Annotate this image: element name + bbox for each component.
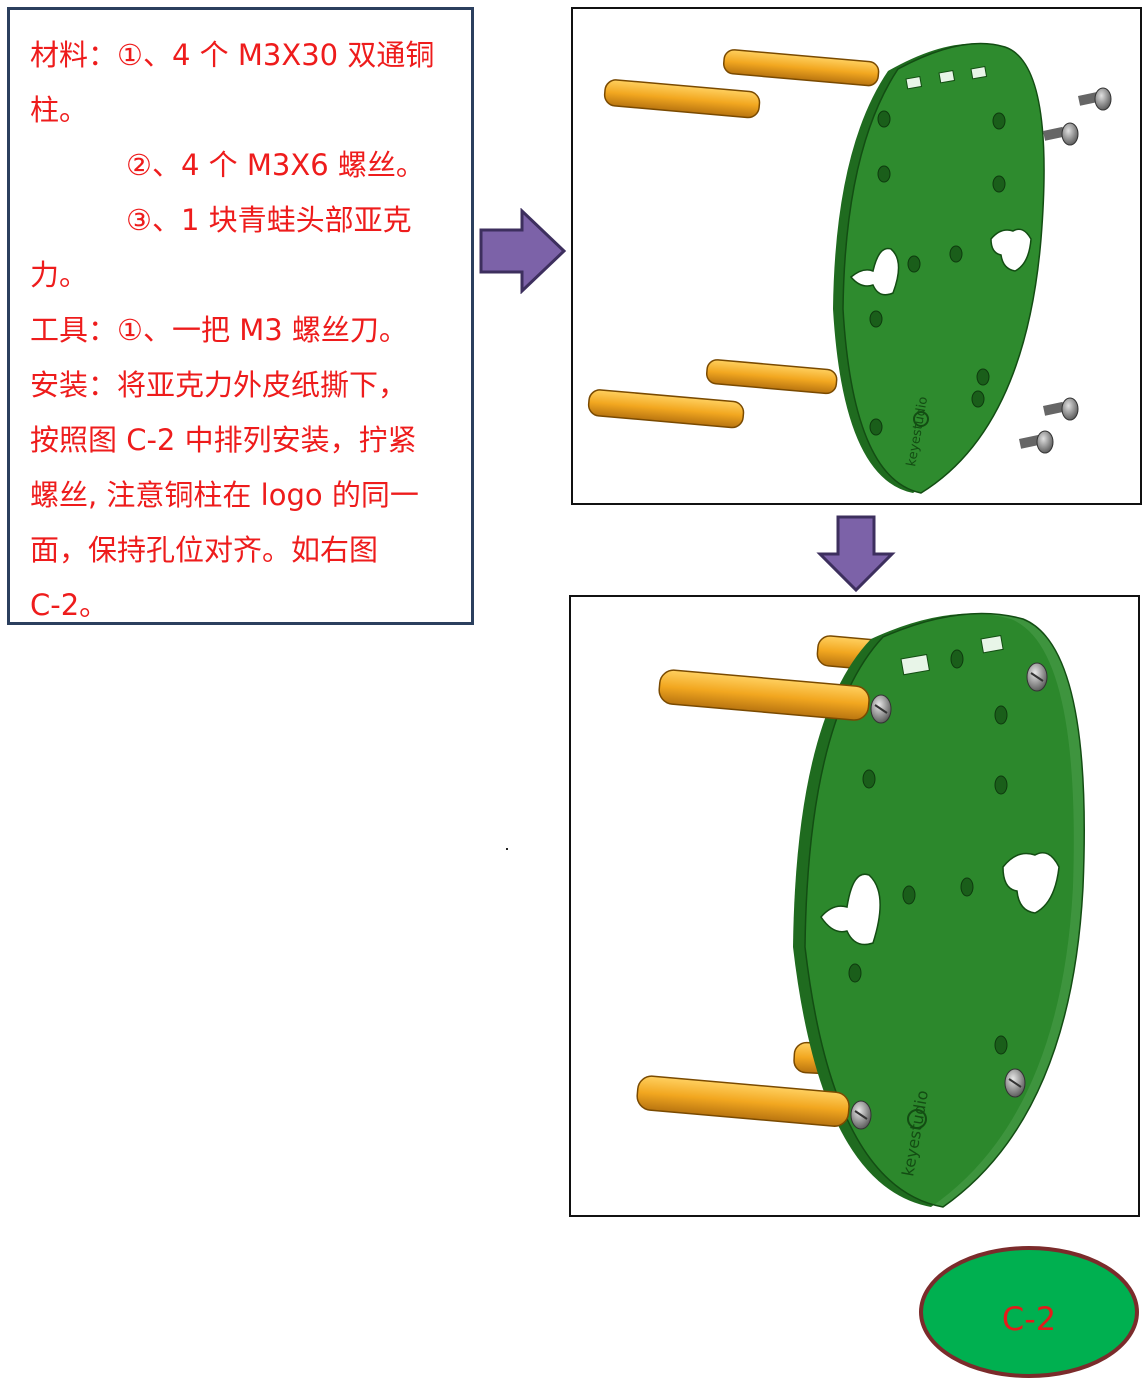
screw <box>1004 1068 1026 1098</box>
screw <box>1042 122 1079 146</box>
standoff <box>603 79 761 119</box>
standoff <box>587 389 745 429</box>
instruction-line: 工具：①、一把 M3 螺丝刀。 <box>30 313 408 347</box>
instruction-line: 材料：①、4 个 M3X30 双通铜 <box>30 38 435 72</box>
instruction-line: C-2。 <box>30 588 109 622</box>
instruction-box: 材料：①、4 个 M3X30 双通铜 柱。 ②、4 个 M3X6 螺丝。 ③、1… <box>7 7 474 625</box>
instruction-line: 按照图 C-2 中排列安装，拧紧 <box>30 423 417 457</box>
instruction-line: 柱。 <box>30 93 89 127</box>
screw <box>870 694 892 724</box>
screw <box>1018 430 1054 454</box>
instruction-line: ③、1 块青蛙头部亚克 <box>126 203 412 237</box>
figure-label-text: C-2 <box>1001 1300 1057 1338</box>
figure-label-badge <box>919 1246 1139 1378</box>
screw <box>1042 397 1079 421</box>
instruction-line: 力。 <box>30 258 89 292</box>
exploded-view-figure: keyestudio <box>571 7 1142 505</box>
instruction-line: 安装：将亚克力外皮纸撕下， <box>30 368 408 402</box>
standoff <box>658 669 870 721</box>
standoff <box>636 1075 850 1127</box>
standoff <box>722 49 880 87</box>
instruction-line: ②、4 个 M3X6 螺丝。 <box>126 148 425 182</box>
standoff <box>705 359 838 395</box>
assembled-view-figure: keyestudio <box>569 595 1140 1217</box>
right-arrow-icon <box>479 208 567 294</box>
screw <box>850 1100 872 1130</box>
screw <box>1026 662 1048 692</box>
stray-dot <box>506 848 508 850</box>
screw <box>1077 87 1112 111</box>
instruction-line: 螺丝, 注意铜柱在 logo 的同一 <box>30 478 419 512</box>
down-arrow-icon <box>816 515 896 593</box>
instruction-line: 面，保持孔位对齐。如右图 <box>30 533 379 567</box>
